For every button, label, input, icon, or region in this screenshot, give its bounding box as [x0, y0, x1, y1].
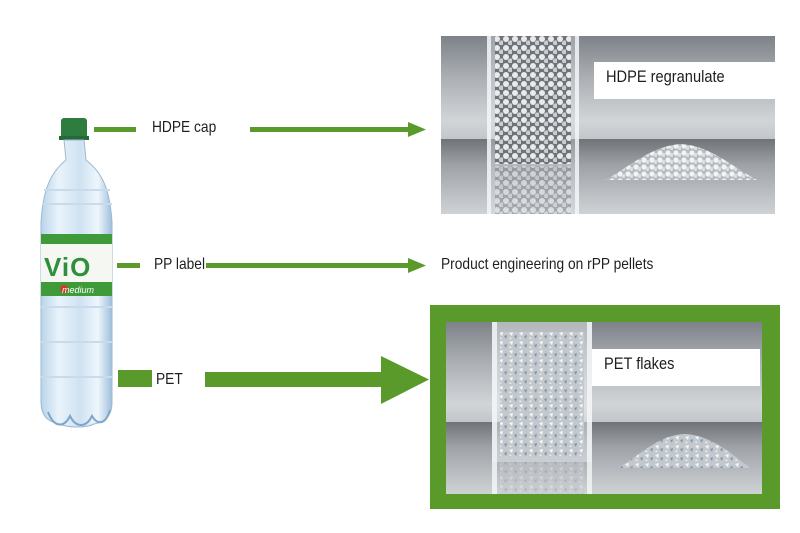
bottle-brand-text: ViO [44, 252, 92, 282]
bottle-variant-text: medium [62, 285, 95, 295]
flakes-glass-image [492, 322, 592, 494]
pet-arrow [205, 356, 429, 404]
water-bottle-image [40, 118, 113, 428]
row-label-pp-label: PP label [154, 256, 206, 273]
label-arrow [206, 258, 426, 273]
cap-arrow [250, 122, 426, 137]
row-label-pet: PET [156, 371, 183, 388]
hdpe-regranulate-photo: HDPE regranulate [441, 36, 775, 214]
cap-connector-line [94, 127, 136, 132]
pet-connector-line [118, 370, 152, 387]
label-connector-line [117, 263, 140, 268]
flakes-pile-image [618, 434, 750, 468]
granulate-cylinder-image [487, 36, 579, 214]
row-label-hdpe-cap: HDPE cap [152, 119, 217, 136]
hdpe-regranulate-caption: HDPE regranulate [594, 62, 775, 99]
pet-flakes-caption: PET flakes [592, 349, 760, 386]
granulate-pile-image [605, 144, 757, 180]
pp-outcome-text: Product engineering on rPP pellets [441, 256, 654, 273]
pet-flakes-photo: PET flakes [446, 322, 762, 494]
